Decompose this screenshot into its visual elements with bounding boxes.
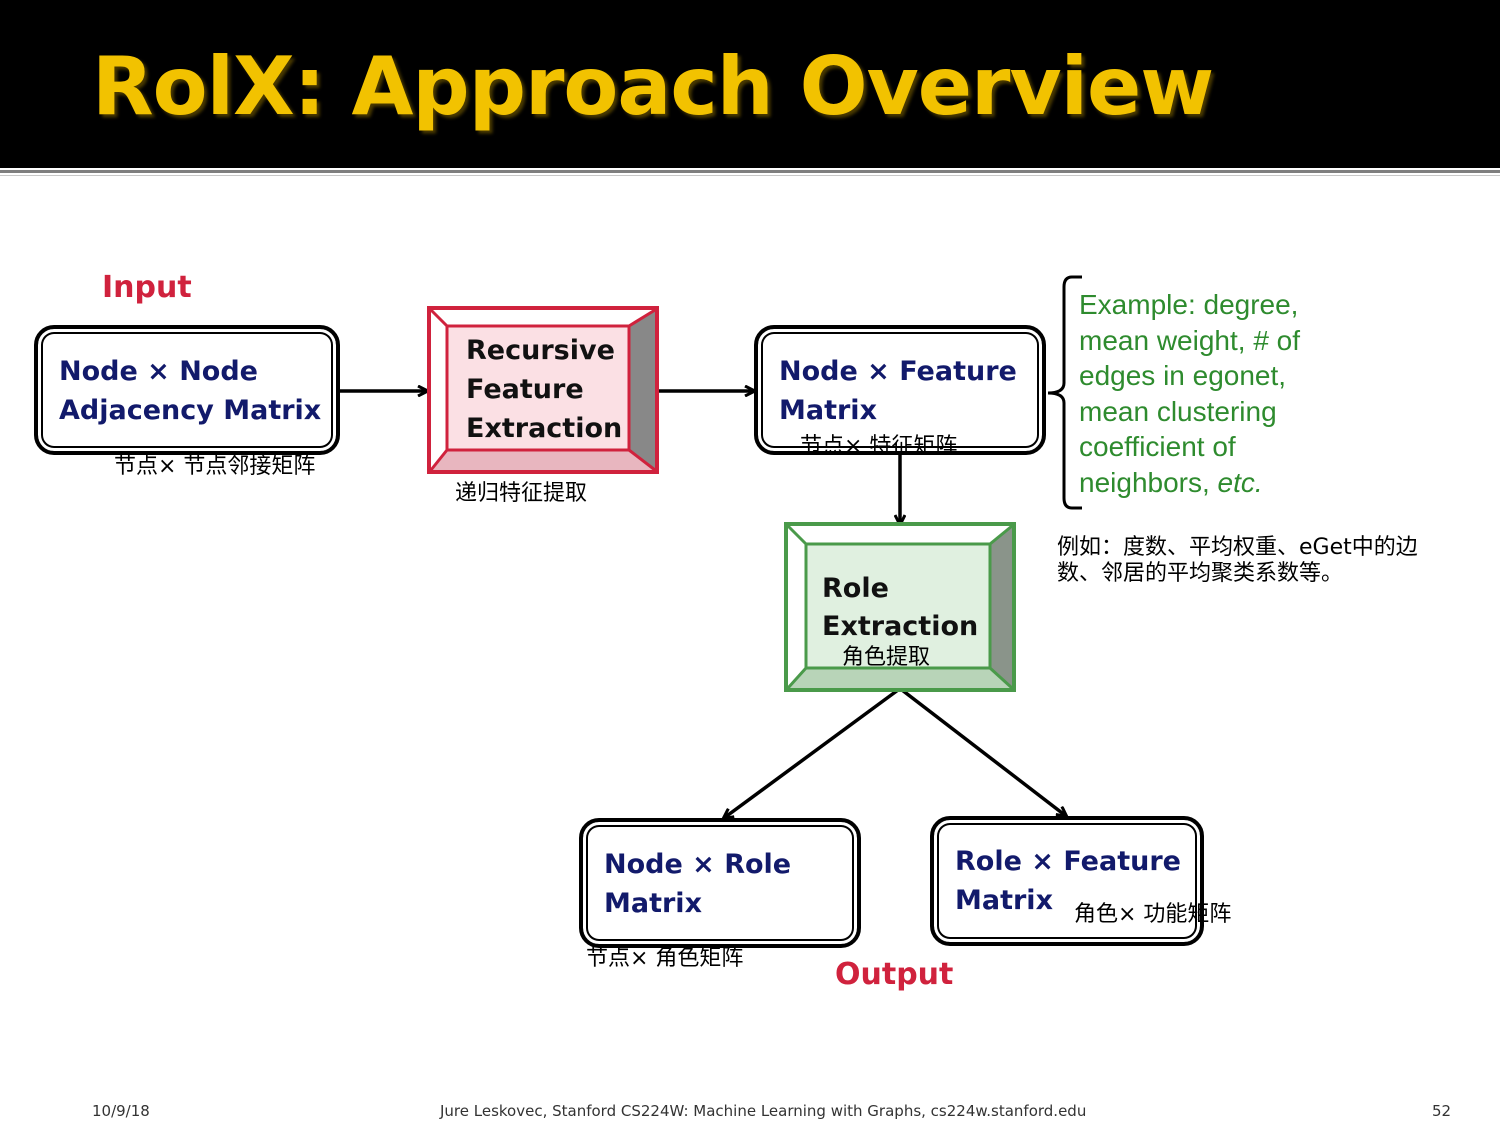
role-feature-box-line1: Role × Feature bbox=[955, 846, 1181, 877]
example-line-1: Example: degree, bbox=[1079, 289, 1299, 320]
title-divider bbox=[0, 170, 1500, 173]
role-feature-box-line2: Matrix bbox=[955, 885, 1053, 916]
footer-credit: Jure Leskovec, Stanford CS224W: Machine … bbox=[440, 1102, 1087, 1120]
role-box-line1: Role bbox=[822, 573, 889, 604]
node-role-cn-caption: 节点× 角色矩阵 bbox=[586, 946, 744, 971]
footer-page-number: 52 bbox=[1432, 1102, 1452, 1120]
example-line-6: neighbors, etc. bbox=[1079, 465, 1300, 501]
node-role-box-line1: Node × Role bbox=[604, 849, 792, 880]
example-line-3: edges in egonet, bbox=[1079, 360, 1287, 391]
role-feature-matrix-box bbox=[930, 816, 1204, 946]
adjacency-cn-caption: 节点× 节点邻接矩阵 bbox=[114, 454, 316, 479]
recursive-box-line1: Recursive bbox=[466, 335, 615, 366]
footer-date: 10/9/18 bbox=[92, 1102, 150, 1120]
recursive-box-line2: Feature bbox=[466, 374, 584, 405]
role-feature-cn-caption: 角色× 功能矩阵 bbox=[1074, 902, 1232, 927]
node-feature-box-line2: Matrix bbox=[779, 395, 877, 426]
recursive-box-line3: Extraction bbox=[466, 413, 623, 444]
node-feature-matrix-box bbox=[754, 325, 1046, 455]
adjacency-box-line1: Node × Node bbox=[59, 356, 258, 387]
example-line-6-prefix: neighbors, bbox=[1079, 466, 1218, 498]
example-text: Example: degree, mean weight, # of edges… bbox=[1079, 287, 1300, 500]
node-role-box-line2: Matrix bbox=[604, 888, 702, 919]
node-feature-cn-caption: 节点× 特征矩阵 bbox=[800, 434, 958, 459]
title-divider-thin bbox=[0, 175, 1500, 176]
output-label: Output bbox=[835, 957, 954, 992]
adjacency-matrix-box bbox=[34, 325, 340, 455]
role-box-line2: Extraction bbox=[822, 611, 979, 642]
role-cn-caption: 角色提取 bbox=[842, 645, 931, 670]
arrow-role-to-node-role bbox=[724, 688, 900, 818]
recursive-feature-box bbox=[427, 306, 659, 474]
input-label: Input bbox=[102, 270, 192, 305]
example-cn-line-1: 例如：度数、平均权重、eGet中的边 bbox=[1057, 535, 1418, 560]
example-line-2: mean weight, # of bbox=[1079, 324, 1301, 356]
example-cn-line-2: 数、邻居的平均聚类系数等。 bbox=[1057, 561, 1344, 586]
example-line-6-italic: etc. bbox=[1217, 466, 1263, 498]
curly-brace bbox=[1047, 275, 1082, 510]
recursive-cn-caption: 递归特征提取 bbox=[455, 481, 588, 506]
role-extraction-box bbox=[784, 522, 1016, 692]
example-line-4: mean clustering bbox=[1079, 395, 1277, 427]
node-role-matrix-box bbox=[579, 818, 861, 948]
example-cn-caption: 例如：度数、平均权重、eGet中的边 数、邻居的平均聚类系数等。 bbox=[1057, 535, 1418, 587]
example-line-5: coefficient of bbox=[1079, 431, 1236, 462]
slide-title: RolX: Approach Overview bbox=[92, 40, 1214, 133]
node-feature-box-line1: Node × Feature bbox=[779, 356, 1017, 387]
arrow-role-to-role-feature bbox=[900, 688, 1066, 816]
title-bar bbox=[0, 0, 1500, 168]
adjacency-box-line2: Adjacency Matrix bbox=[59, 395, 322, 426]
